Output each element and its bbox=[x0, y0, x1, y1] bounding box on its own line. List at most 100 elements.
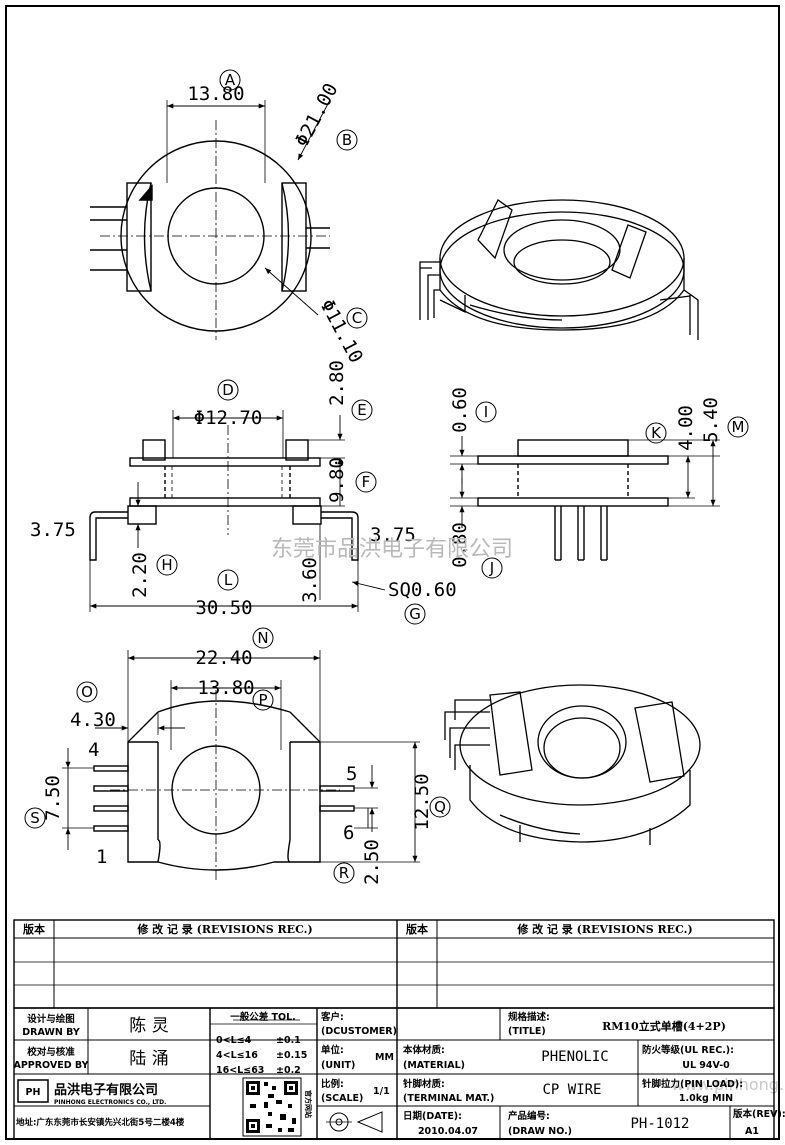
dim-outer-diameter: Φ21.00 bbox=[291, 80, 343, 151]
flame-value: UL 94V-0 bbox=[682, 1060, 730, 1071]
dim-pitch-group: 7.50 bbox=[42, 775, 64, 821]
date-label: 日期(DATE): bbox=[403, 1110, 462, 1122]
material-value: PHENOLIC bbox=[541, 1049, 608, 1065]
front-view bbox=[89, 379, 426, 625]
bubble-d: D bbox=[222, 381, 234, 399]
qr-code-icon bbox=[242, 1077, 302, 1137]
tolerance-value-3: ±0.2 bbox=[276, 1065, 301, 1076]
terminal-value: CP WIRE bbox=[542, 1082, 601, 1098]
dim-pin-square: SQ0.60 bbox=[388, 579, 457, 601]
dim-offset: 4.30 bbox=[70, 709, 116, 731]
pinload-value: 1.0kg MIN bbox=[679, 1093, 733, 1104]
dim-height: 9.80 bbox=[326, 457, 348, 503]
bubble-h: H bbox=[161, 556, 172, 574]
dim-standoff: 2.20 bbox=[129, 552, 151, 598]
dim-side-top: 0.60 bbox=[449, 387, 471, 433]
bubble-s: S bbox=[30, 809, 40, 827]
bubble-n: N bbox=[257, 629, 268, 647]
pin-label-6: 6 bbox=[343, 822, 354, 844]
dim-pitch: 2.50 bbox=[361, 839, 383, 885]
bubble-p: P bbox=[258, 691, 267, 709]
designer-name: 陈 灵 bbox=[129, 1016, 168, 1036]
bubble-m: M bbox=[732, 418, 745, 436]
designer-label-cn: 设计与绘图 bbox=[27, 1013, 75, 1025]
scale-label-en: (SCALE) bbox=[321, 1093, 363, 1104]
terminal-label-en: (TERMINAL MAT.) bbox=[403, 1093, 494, 1104]
customer-label-cn: 客户: bbox=[320, 1011, 344, 1023]
dim-side-total: 5.40 bbox=[700, 397, 722, 443]
bubble-q: Q bbox=[434, 798, 446, 816]
terminal-label-cn: 针脚材质: bbox=[403, 1078, 445, 1090]
pin-label-1: 1 bbox=[96, 846, 107, 868]
company-address: 地址:广东东莞市长安镇先兴北街5号二楼4楼 bbox=[16, 1117, 185, 1128]
qr-side-label: 官方网站 bbox=[304, 1090, 313, 1118]
dim-bottom-inner: 13.80 bbox=[197, 677, 254, 699]
unit-label-cn: 单位: bbox=[321, 1044, 344, 1056]
tolerance-range-1: 0<L≤4 bbox=[216, 1035, 252, 1046]
bubble-c: C bbox=[352, 309, 362, 327]
side-view bbox=[450, 401, 749, 579]
dim-pin-length: 3.60 bbox=[299, 557, 321, 603]
date-value: 2010.04.07 bbox=[418, 1126, 478, 1137]
dim-side-mid: 4.00 bbox=[675, 405, 697, 451]
title-label-en: (TITLE) bbox=[508, 1026, 546, 1037]
checker-name: 陆 涌 bbox=[129, 1049, 168, 1069]
bubble-k: K bbox=[651, 424, 662, 442]
title-block bbox=[13, 1007, 775, 1140]
rev-header-left: 修 改 记 录 (REVISIONS REC.) bbox=[136, 922, 312, 936]
checker-label-cn: 校对与核准 bbox=[27, 1046, 75, 1058]
watermark-company: 东莞市品洪电子有限公司 bbox=[271, 537, 513, 562]
revision-table bbox=[13, 919, 775, 1009]
bubble-e: E bbox=[357, 401, 366, 419]
watermark-site: www.pinhong.ltd bbox=[671, 1075, 785, 1094]
unit-value: MM bbox=[375, 1052, 394, 1063]
bubble-f: F bbox=[362, 473, 371, 491]
bubble-l: L bbox=[224, 571, 233, 589]
iso-view-bottom bbox=[444, 684, 701, 845]
rev-col-right: 版本 bbox=[406, 922, 428, 936]
checker-label-en: APPROVED BY bbox=[13, 1060, 88, 1071]
drawno-value: PH-1012 bbox=[630, 1116, 689, 1132]
title-value: RM10立式单槽(4+2P) bbox=[602, 1019, 726, 1033]
company-logo-icon bbox=[17, 1079, 49, 1103]
company-name-cn: 品洪电子有限公司 bbox=[54, 1082, 158, 1098]
company-name-en: PINHONG ELECTRONICS CO., LTD. bbox=[54, 1099, 166, 1106]
material-label-cn: 本体材质: bbox=[403, 1044, 445, 1056]
unit-label-en: (UNIT) bbox=[321, 1060, 355, 1071]
dim-bore-diameter: Φ12.70 bbox=[194, 407, 263, 429]
rev-col-left: 版本 bbox=[23, 922, 45, 936]
pin-label-4: 4 bbox=[88, 739, 99, 761]
title-label-cn: 规格描述: bbox=[508, 1011, 550, 1023]
designer-label-en: DRAWN BY bbox=[22, 1027, 80, 1038]
company-logo: PH bbox=[26, 1087, 41, 1098]
rev-header-right: 修 改 记 录 (REVISIONS REC.) bbox=[516, 922, 692, 936]
dim-side-bottom: 0.80 bbox=[449, 522, 471, 568]
drawno-label-en: (DRAW NO.) bbox=[508, 1126, 572, 1137]
tolerance-title: 一般公差 TOL. bbox=[230, 1011, 296, 1023]
dim-bottom-width: 22.40 bbox=[195, 647, 252, 669]
dim-total-width: 30.50 bbox=[195, 597, 252, 619]
scale-value: 1/1 bbox=[373, 1086, 390, 1097]
dim-flange: 2.80 bbox=[326, 360, 348, 406]
bubble-o: O bbox=[81, 683, 93, 701]
material-label-en: (MATERIAL) bbox=[403, 1060, 465, 1071]
drawno-label-cn: 产品编号: bbox=[508, 1110, 550, 1122]
pin-label-5: 5 bbox=[346, 763, 357, 785]
iso-view-top bbox=[419, 199, 699, 340]
bubble-j: J bbox=[489, 559, 494, 577]
tolerance-value-1: ±0.1 bbox=[276, 1035, 301, 1046]
customer-label-en: (DCUSTOMER) bbox=[321, 1026, 397, 1037]
tolerance-range-3: 16<L≤63 bbox=[216, 1065, 264, 1076]
dim-pin-left: 3.75 bbox=[30, 519, 76, 541]
bottom-view bbox=[24, 627, 451, 884]
bubble-a: A bbox=[225, 71, 236, 89]
rev-value: A1 bbox=[745, 1126, 759, 1137]
sheet-border bbox=[5, 5, 780, 1140]
flame-label: 防火等级(UL REC.): bbox=[642, 1044, 734, 1056]
top-view bbox=[90, 69, 368, 340]
dim-pin-right: 3.75 bbox=[370, 524, 416, 546]
dim-top-width: 13.80 bbox=[187, 83, 244, 105]
bubble-g: G bbox=[409, 605, 421, 623]
